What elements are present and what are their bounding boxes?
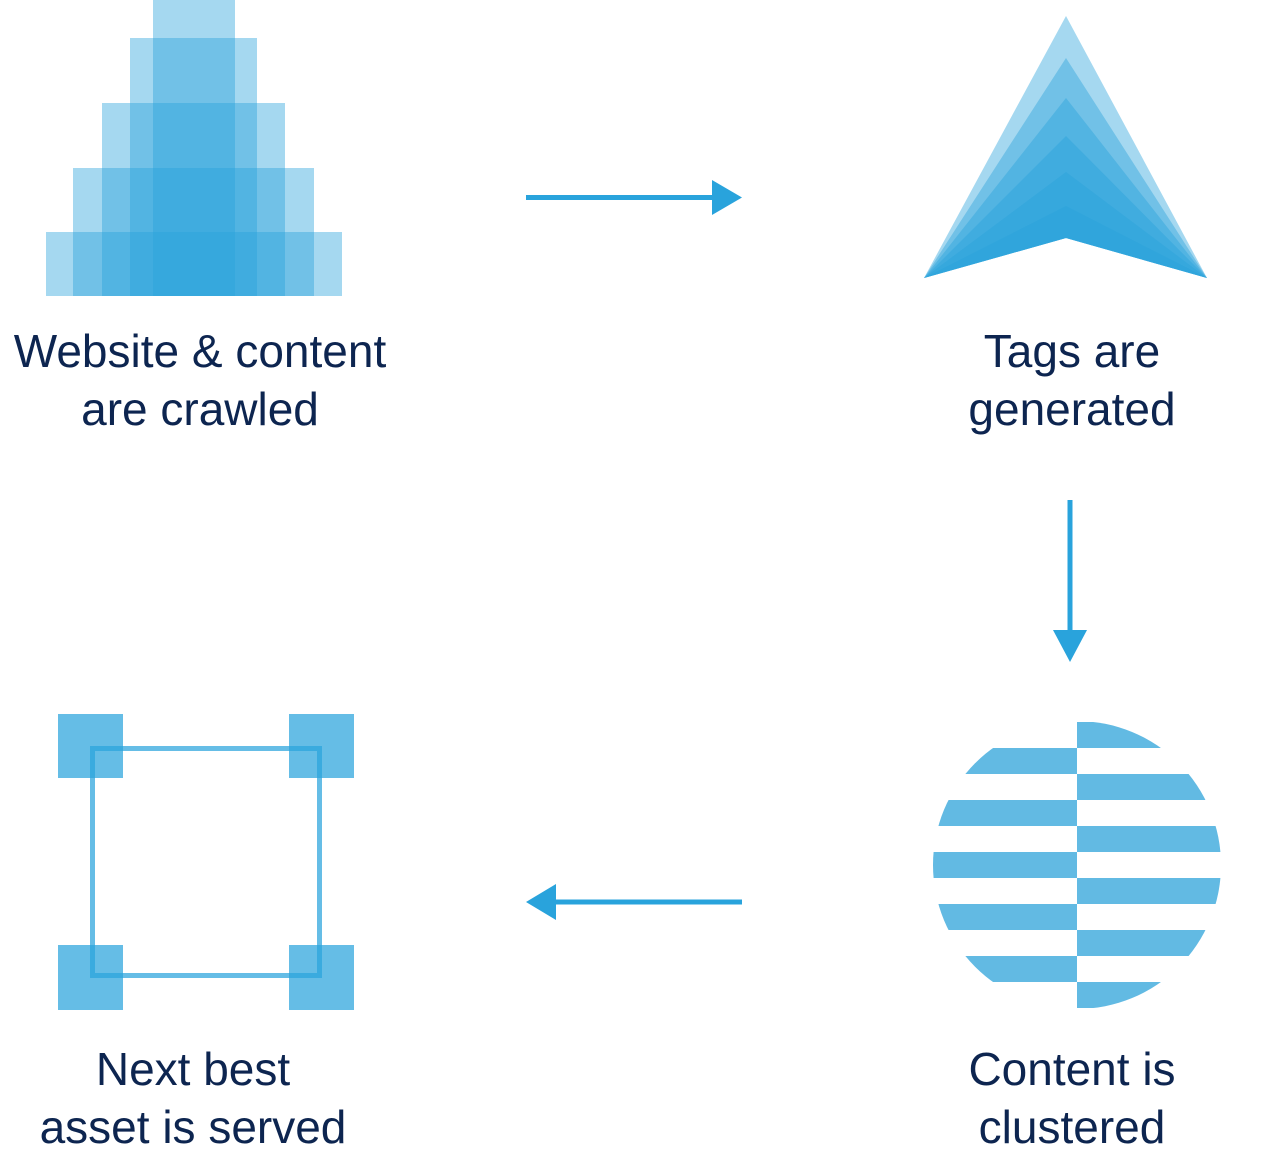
- step-caption-line: Website & content: [13, 325, 387, 377]
- step-caption-line: generated: [968, 383, 1176, 435]
- arrow-right-icon: [526, 180, 742, 215]
- step-caption-line: Tags are: [983, 325, 1161, 377]
- layered-triangle-icon: [924, 16, 1207, 278]
- pyramid-icon: [46, 0, 342, 296]
- step-caption-generated: Tags are generated: [872, 322, 1272, 438]
- striped-circle-icon: [933, 722, 1221, 1008]
- step-caption-line: asset is served: [39, 1101, 347, 1153]
- arrow-down-icon: [1053, 500, 1087, 662]
- step-caption-crawled: Website & content are crawled: [0, 322, 400, 438]
- step-caption-line: clustered: [978, 1101, 1166, 1153]
- step-caption-line: Content is: [968, 1043, 1176, 1095]
- square-corners-icon: [58, 714, 354, 1010]
- arrow-left-icon: [526, 884, 742, 920]
- step-caption-line: are crawled: [81, 383, 319, 435]
- step-caption-clustered: Content is clustered: [872, 1040, 1272, 1156]
- step-caption-served: Next best asset is served: [0, 1040, 393, 1156]
- step-caption-line: Next best: [95, 1043, 291, 1095]
